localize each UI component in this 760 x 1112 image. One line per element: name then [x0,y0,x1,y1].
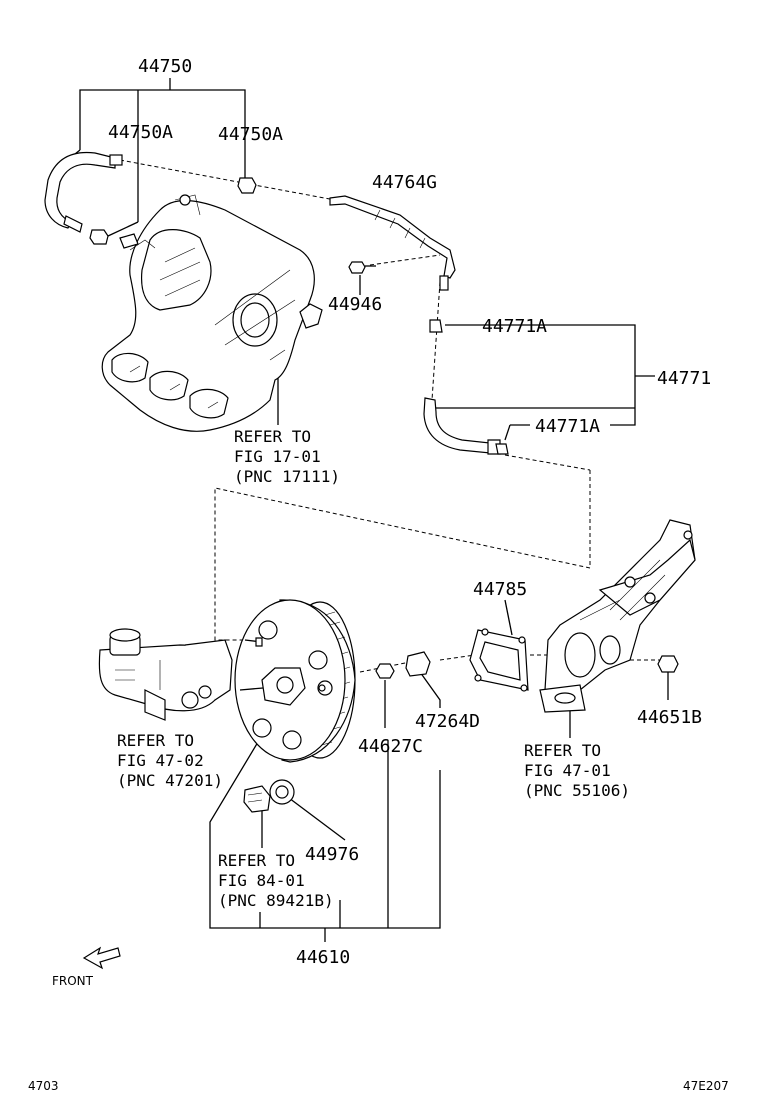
brake-booster [234,599,356,763]
svg-text:(PNC 55106): (PNC 55106) [524,781,630,800]
label-44946: 44946 [328,294,382,315]
bolt-44946 [348,261,376,274]
refer-master-cylinder: REFER TO FIG 47-02 (PNC 47201) [117,731,223,790]
svg-text:REFER TO: REFER TO [234,427,311,446]
svg-text:REFER TO: REFER TO [218,851,295,870]
nut-44651B [657,655,679,673]
refer-manifold: REFER TO FIG 17-01 (PNC 17111) [234,427,340,486]
label-44976: 44976 [305,844,359,865]
label-44771: 44771 [657,368,711,389]
gasket-44785 [469,628,529,692]
label-44750A-left: 44750A [108,122,173,143]
svg-text:(PNC 89421B): (PNC 89421B) [218,891,334,910]
clip-47264D [405,651,431,677]
label-44764G: 44764G [372,172,437,193]
label-44785: 44785 [473,579,527,600]
grommet-44976 [269,779,295,805]
footer-right-code: 47E207 [683,1079,729,1093]
svg-text:REFER TO: REFER TO [524,741,601,760]
svg-text:FIG 17-01: FIG 17-01 [234,447,321,466]
vacuum-hose-44750 [44,151,123,245]
vacuum-sensor [243,785,271,813]
intake-manifold [101,194,323,432]
svg-text:(PNC 17111): (PNC 17111) [234,467,340,486]
label-47264D: 47264D [415,711,480,732]
refer-pedal-bracket: REFER TO FIG 47-01 (PNC 55106) [524,741,630,800]
clip-44750A [237,177,257,194]
label-44610: 44610 [296,947,350,968]
master-cylinder [98,628,233,721]
front-label: FRONT [52,974,94,988]
svg-text:(PNC 47201): (PNC 47201) [117,771,223,790]
nut-44627C [375,663,395,679]
hose-44771 [423,319,509,455]
label-44771A-top: 44771A [482,316,547,337]
pedal-bracket [539,519,696,713]
svg-text:FIG 47-01: FIG 47-01 [524,761,611,780]
vacuum-pipe-44764G [329,195,456,291]
label-44771A-bottom: 44771A [535,416,600,437]
svg-text:FIG 84-01: FIG 84-01 [218,871,305,890]
footer-left-code: 4703 [28,1079,59,1093]
refer-sensor: REFER TO FIG 84-01 (PNC 89421B) [218,851,334,910]
label-44750A-right: 44750A [218,124,283,145]
label-44750: 44750 [138,56,192,77]
front-arrow-icon [82,946,121,970]
svg-text:FIG 47-02: FIG 47-02 [117,751,204,770]
label-44627C: 44627C [358,736,423,757]
svg-text:REFER TO: REFER TO [117,731,194,750]
label-44651B: 44651B [637,707,702,728]
